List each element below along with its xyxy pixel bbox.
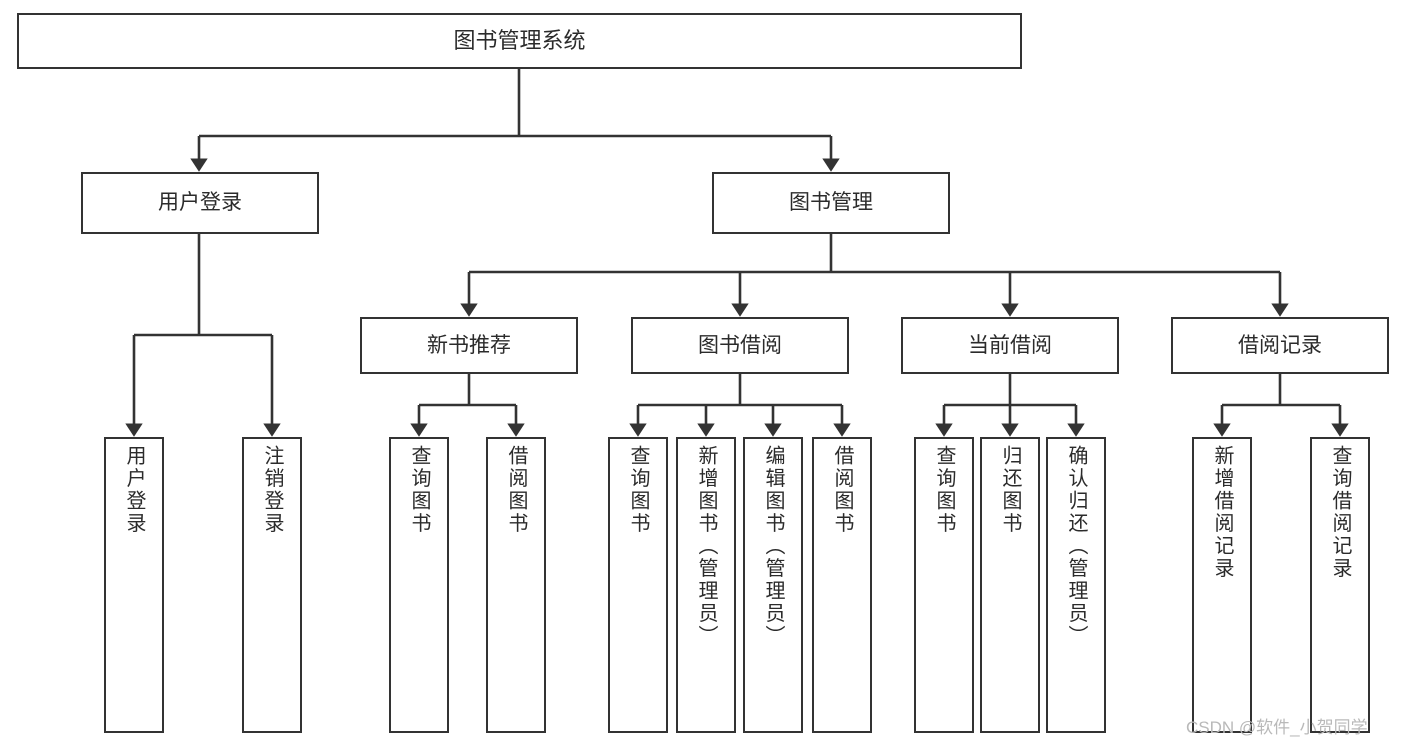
node-leaf-query-record-label: 查询借阅记录 <box>1329 445 1351 580</box>
node-leaf-user-login-label: 用户登录 <box>123 445 145 535</box>
node-book-manage-label: 图书管理 <box>789 191 873 215</box>
node-leaf-borrow-book-1[interactable]: 借阅图书 <box>486 437 546 733</box>
node-leaf-add-record-label: 新增借阅记录 <box>1211 445 1233 580</box>
node-leaf-query-book-3[interactable]: 查询图书 <box>914 437 974 733</box>
node-leaf-return-book-label: 归还图书 <box>999 445 1021 535</box>
node-leaf-logout-login-label: 注销登录 <box>261 445 283 535</box>
node-leaf-confirm-return-label: 确认归还（管理员） <box>1065 445 1087 648</box>
node-leaf-edit-book-label: 编辑图书（管理员） <box>762 445 784 648</box>
node-leaf-confirm-return[interactable]: 确认归还（管理员） <box>1046 437 1106 733</box>
node-book-manage[interactable]: 图书管理 <box>712 172 950 234</box>
node-leaf-add-book-label: 新增图书（管理员） <box>695 445 717 648</box>
node-borrow-record-label: 借阅记录 <box>1238 333 1322 357</box>
node-leaf-query-book-2[interactable]: 查询图书 <box>608 437 668 733</box>
node-current-borrow[interactable]: 当前借阅 <box>901 317 1119 374</box>
node-book-borrow-label: 图书借阅 <box>698 333 782 357</box>
node-leaf-query-book-3-label: 查询图书 <box>933 445 955 535</box>
node-book-borrow[interactable]: 图书借阅 <box>631 317 849 374</box>
csdn-watermark: CSDN @软件_小贺同学 <box>1186 718 1368 737</box>
node-leaf-query-book-1[interactable]: 查询图书 <box>389 437 449 733</box>
node-leaf-edit-book[interactable]: 编辑图书（管理员） <box>743 437 803 733</box>
node-leaf-add-record[interactable]: 新增借阅记录 <box>1192 437 1252 733</box>
node-new-book-recommend-label: 新书推荐 <box>427 333 511 357</box>
node-user-login-label: 用户登录 <box>158 191 242 215</box>
node-leaf-query-book-2-label: 查询图书 <box>627 445 649 535</box>
node-user-login[interactable]: 用户登录 <box>81 172 319 234</box>
node-leaf-query-book-1-label: 查询图书 <box>408 445 430 535</box>
node-leaf-add-book[interactable]: 新增图书（管理员） <box>676 437 736 733</box>
node-root-label: 图书管理系统 <box>453 27 586 53</box>
node-leaf-return-book[interactable]: 归还图书 <box>980 437 1040 733</box>
node-leaf-user-login[interactable]: 用户登录 <box>104 437 164 733</box>
node-root[interactable]: 图书管理系统 <box>17 13 1022 69</box>
node-new-book-recommend[interactable]: 新书推荐 <box>360 317 578 374</box>
node-borrow-record[interactable]: 借阅记录 <box>1171 317 1389 374</box>
node-leaf-borrow-book-2[interactable]: 借阅图书 <box>812 437 872 733</box>
node-leaf-logout-login[interactable]: 注销登录 <box>242 437 302 733</box>
node-leaf-borrow-book-1-label: 借阅图书 <box>505 445 527 535</box>
node-leaf-borrow-book-2-label: 借阅图书 <box>831 445 853 535</box>
node-current-borrow-label: 当前借阅 <box>968 333 1052 357</box>
node-leaf-query-record[interactable]: 查询借阅记录 <box>1310 437 1370 733</box>
